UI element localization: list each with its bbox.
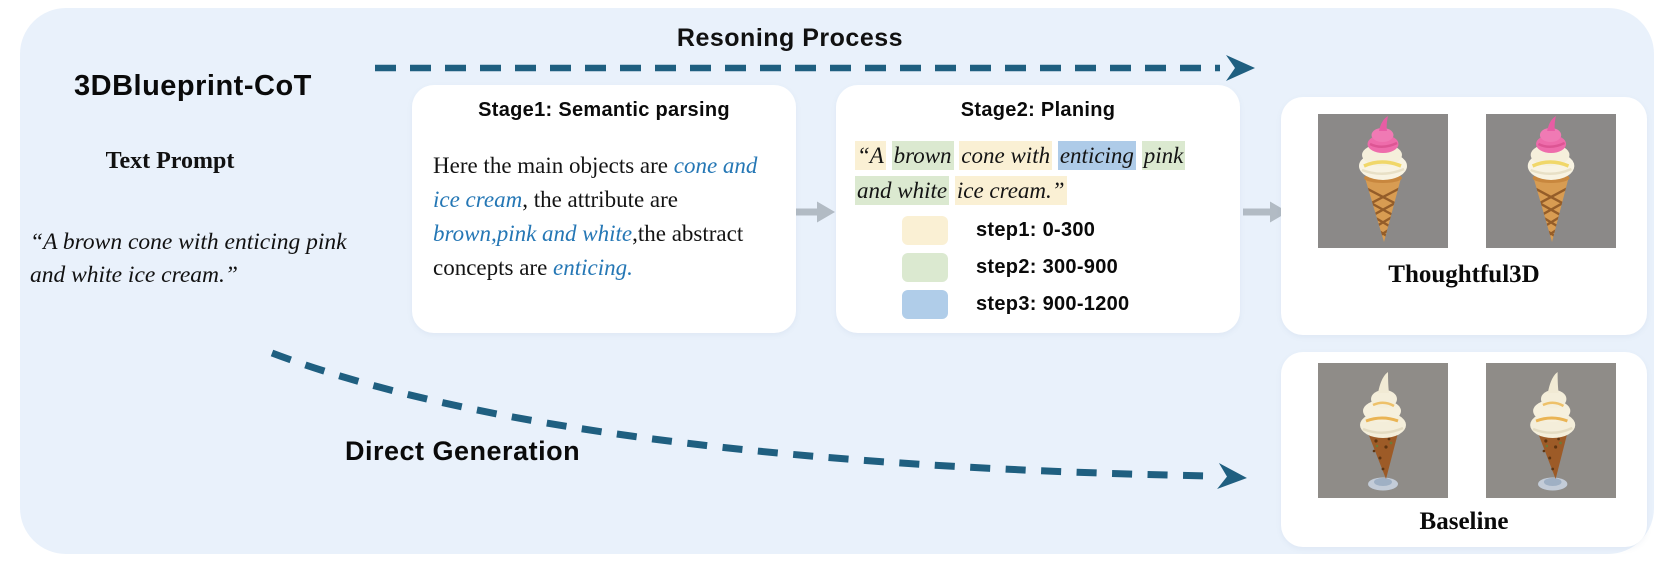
baseline-render-1 (1318, 363, 1448, 498)
baseline-render-2 (1486, 363, 1616, 498)
highlight-step3: enticing (1057, 141, 1136, 170)
step1-label: step1: 0-300 (976, 218, 1096, 241)
stage1-seg-abstract: enticing. (553, 255, 633, 281)
stage1-seg-plain: Here the main objects are (433, 153, 674, 178)
highlight-step1: cone with (959, 141, 1053, 170)
highlight-step1: ice cream.” (954, 175, 1067, 205)
step2-label: step2: 300-900 (976, 255, 1119, 278)
step3-label: step3: 900-1200 (976, 292, 1130, 315)
direct-generation-label: Direct Generation (345, 436, 581, 466)
ice-cream-pink-cone-icon (1318, 114, 1448, 248)
stage1-card: Stage1: Semantic parsing Here the main o… (412, 85, 796, 333)
ice-cream-soft-serve-icon (1528, 370, 1577, 492)
stage1-seg-plain: , the attribute are (522, 187, 678, 213)
stage2-title: Stage2: Planing (960, 99, 1116, 121)
legend-row-step1: step1: 0-300 (902, 215, 1129, 245)
baseline-label: Baseline (1419, 508, 1509, 535)
stage1-title: Stage1: Semantic parsing (478, 99, 730, 121)
legend-row-step2: step2: 300-900 (902, 252, 1129, 282)
stage1-seg-attributes: brown,pink and white (433, 221, 633, 247)
highlight-step2: brown (891, 141, 954, 170)
ice-cream-soft-serve-icon (1358, 370, 1408, 492)
thoughtful3d-render-1 (1318, 114, 1448, 248)
stage2-highlighted-prompt: “A brown cone with enticing pink and whi… (855, 139, 1227, 208)
text-prompt-label: Text Prompt (105, 148, 235, 174)
ice-cream-pink-cone-icon (1486, 114, 1616, 248)
stage2-card: Stage2: Planing “A brown cone with entic… (836, 85, 1240, 333)
text-prompt-quote: “A brown cone with enticing pink and whi… (30, 229, 347, 289)
reasoning-process-title: Resoning Process (676, 24, 904, 52)
app-title: 3DBlueprint-CoT (74, 70, 312, 102)
stage1-analysis-text: Here the main objects are cone and ice c… (433, 149, 778, 285)
stage1-seg-plain: ,the abstract concepts are (433, 221, 744, 281)
baseline-card: Baseline (1281, 352, 1647, 547)
thoughtful3d-card: Thoughtful3D (1281, 97, 1647, 335)
legend-row-step3: step3: 900-1200 (902, 289, 1129, 319)
highlight-step2: pink (1141, 141, 1186, 170)
step-legend: step1: 0-300 step2: 300-900 step3: 900-1… (902, 215, 1129, 326)
highlight-step2: and white (855, 175, 950, 205)
step3-color-swatch (902, 289, 948, 319)
thoughtful3d-render-2 (1486, 114, 1616, 248)
stage1-seg-objects: cone and ice cream (433, 153, 758, 213)
highlight-step1: “A (855, 141, 886, 170)
step1-color-swatch (902, 215, 948, 245)
step2-color-swatch (902, 252, 948, 282)
thoughtful3d-label: Thoughtful3D (1388, 261, 1540, 288)
